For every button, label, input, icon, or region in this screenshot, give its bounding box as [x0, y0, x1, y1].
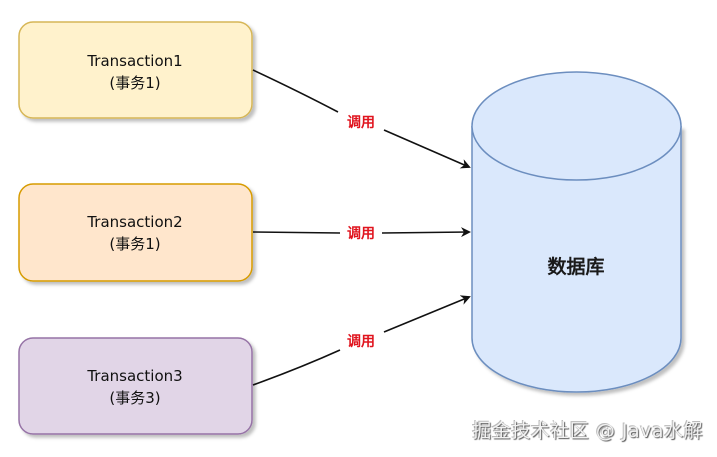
edge-arrow: [383, 295, 471, 333]
edge-label: 调用: [347, 115, 375, 131]
transaction-title: Transaction3: [86, 367, 182, 385]
edge-line-segment: [252, 231, 341, 234]
box-shape: [18, 183, 253, 282]
edge-line-segment: [252, 349, 341, 386]
edge-label: 调用: [347, 334, 375, 350]
edge-1[interactable]: 调用: [252, 69, 471, 169]
transaction-box-1[interactable]: Transaction1 (事务1): [18, 21, 253, 119]
database-label: 数据库: [547, 255, 604, 278]
cylinder-body: [471, 126, 682, 393]
transaction-subtitle: (事务1): [109, 74, 160, 92]
edge-2[interactable]: 调用: [252, 226, 471, 242]
box-shape: [18, 337, 253, 435]
box-shape: [18, 21, 253, 119]
transaction-subtitle: (事务3): [109, 389, 160, 407]
edge-line-segment: [252, 69, 339, 113]
database-cylinder[interactable]: 数据库: [471, 71, 682, 393]
transaction-box-3[interactable]: Transaction3 (事务3): [18, 337, 253, 435]
transaction-box-2[interactable]: Transaction2 (事务1): [18, 183, 253, 282]
watermark: 掘金技术社区 @ Java水解: [472, 420, 703, 442]
edge-label: 调用: [347, 226, 375, 242]
transaction-title: Transaction1: [86, 52, 182, 70]
transaction-title: Transaction2: [86, 213, 182, 231]
edge-3[interactable]: 调用: [252, 295, 471, 386]
edge-arrow: [381, 227, 471, 238]
edge-arrow: [383, 129, 471, 169]
transaction-subtitle: (事务1): [109, 235, 160, 253]
cylinder-top: [471, 71, 682, 181]
